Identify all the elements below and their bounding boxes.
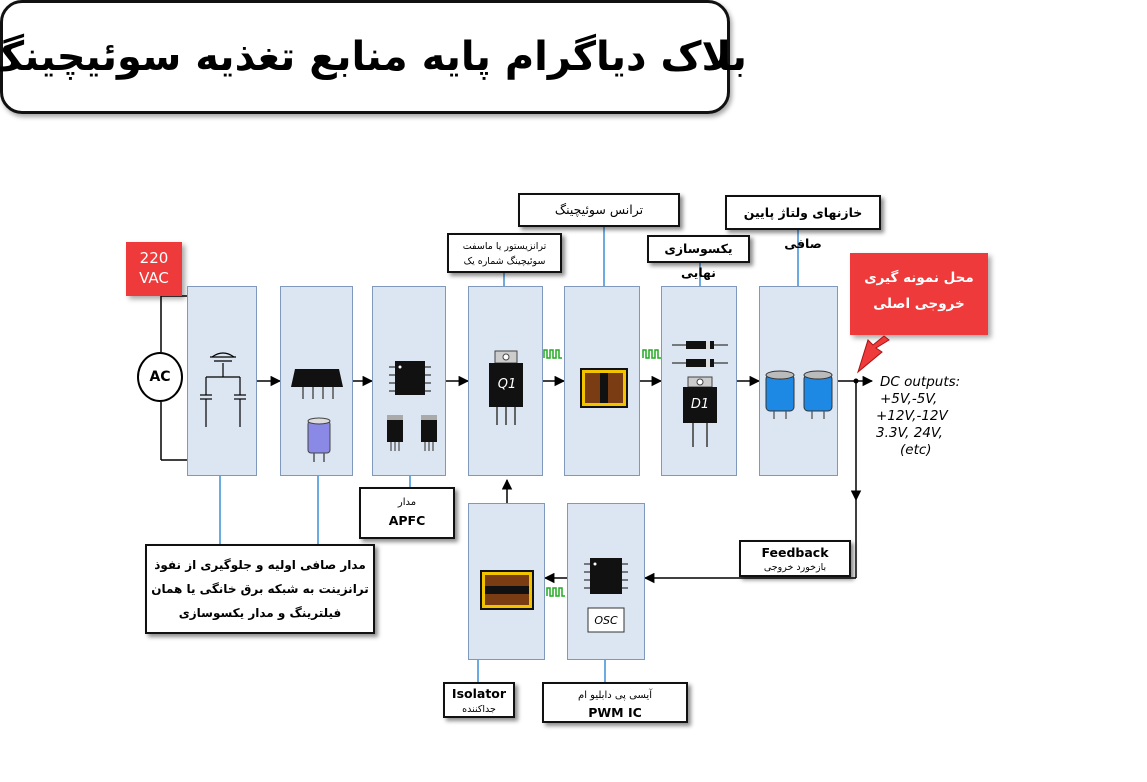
feedback-path [501, 381, 862, 584]
callout-switch-transistor-line2: سوئیچینگ شماره یک [463, 256, 546, 267]
title-box: بلاک دیاگرام پایه منابع تغذیه سوئیچینگ [0, 0, 747, 114]
callout-isolator: Isolator جداکننده [443, 682, 515, 718]
callout-low-voltage-caps: خازنهای ولتاژ پایین صافی [725, 195, 881, 251]
callout-input-filter-line3: فیلترینگ و مدار یکسوسازی [178, 606, 342, 620]
osc-label: OSC [594, 614, 618, 627]
callout-input-filter-line1: مدار صافی اولیه و جلوگیری از نفوذ [154, 558, 366, 572]
callout-switch-transformer: ترانس سوئیچینگ [518, 193, 680, 227]
apfc-ic-icon [387, 361, 437, 451]
callout-sampling-line1: محل نمونه گیری [864, 270, 974, 286]
callout-switch-transistor-line1: ترانزیستور یا ماسفت [462, 241, 547, 252]
callout-pwm-ic: آیسی پی دابلیو ام PWM IC [542, 682, 688, 723]
callout-sampling-point: محل نمونه گیری خروجی اصلی [850, 253, 988, 335]
callout-input-filter: مدار صافی اولیه و جلوگیری از نفوذ ترانزی… [145, 544, 375, 634]
page-title: بلاک دیاگرام پایه منابع تغذیه سوئیچینگ [0, 34, 747, 80]
q1-label: Q1 [497, 377, 517, 392]
block-apfc [372, 286, 446, 476]
transformer-icon [580, 368, 628, 408]
ac-wires [160, 295, 187, 461]
callout-apfc: مدار APFC [359, 487, 455, 539]
block-switching-transistor: Q1 [468, 286, 543, 476]
ac-source-symbol: AC [137, 352, 183, 402]
block-bridge-rectifier [280, 286, 353, 476]
callout-feedback-line1: Feedback [761, 545, 829, 560]
callout-pwm-line1: آیسی پی دابلیو ام [578, 690, 652, 701]
block-switching-transformer [564, 286, 640, 476]
callout-isolator-line1: Isolator [451, 686, 507, 701]
block-output-capacitors [759, 286, 838, 476]
pwm-ic-icon [584, 558, 628, 633]
block-isolator [468, 503, 545, 660]
output-capacitors-icon [765, 370, 833, 419]
callout-feedback: Feedback بازخورد خروجی [739, 540, 851, 577]
callout-final-rectifier-text: یکسوسازی نهایی [664, 241, 733, 280]
input-voltage-value: 220 [139, 249, 169, 267]
callout-switch-transistor: ترانزیستور یا ماسفت سوئیچینگ شماره یک [447, 233, 562, 273]
callout-switch-transformer-text: ترانس سوئیچینگ [554, 202, 644, 217]
callout-feedback-line2: بازخورد خروجی [763, 562, 827, 573]
d1-label: D1 [690, 397, 710, 412]
callout-apfc-line1: مدار [397, 497, 417, 508]
callout-sampling-line2: خروجی اصلی [873, 296, 965, 312]
input-voltage-badge: 220 VAC [126, 242, 182, 296]
leader-lines [219, 225, 799, 683]
callout-input-filter-line2: ترانزینت به شبکه برق خانگی یا همان [151, 582, 369, 596]
diode-d1-icon [672, 341, 728, 447]
callout-apfc-line2: APFC [388, 513, 426, 528]
block-final-rectifier: D1 [661, 286, 737, 476]
callout-isolator-line2: جداکننده [462, 704, 496, 715]
block-input-filter [187, 286, 257, 476]
ac-source-label: AC [149, 369, 171, 385]
callout-final-rectifier: یکسوسازی نهایی [647, 235, 750, 280]
callout-low-voltage-caps-text: خازنهای ولتاژ پایین صافی [743, 205, 863, 251]
pulse-symbols [543, 349, 661, 597]
block-pwm-ic: OSC [567, 503, 645, 660]
isolator-transformer-icon [480, 570, 534, 610]
input-voltage-unit: VAC [139, 269, 169, 287]
transistor-q1-icon [489, 350, 523, 425]
filter-capacitors-icon [200, 352, 246, 427]
bridge-rectifier-icon [291, 369, 343, 462]
callout-pwm-line2: PWM IC [588, 705, 642, 720]
